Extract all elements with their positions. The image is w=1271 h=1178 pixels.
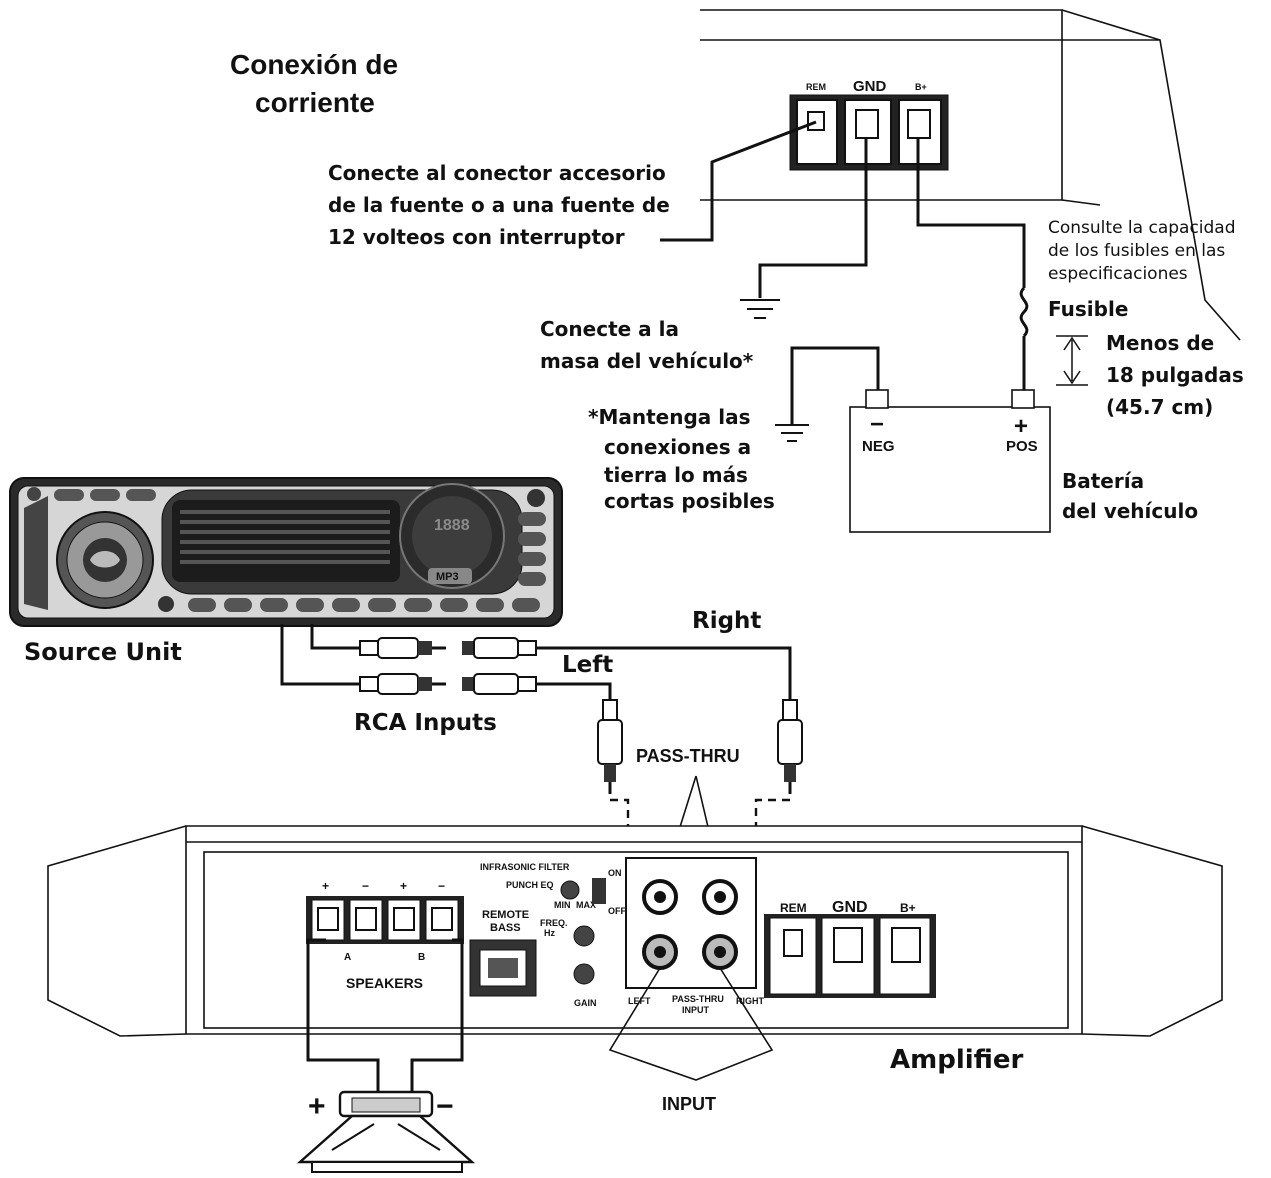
punch-eq-knob[interactable] bbox=[560, 880, 580, 900]
amp-speakers-label: SPEAKERS bbox=[346, 975, 423, 991]
rca-wire-left bbox=[536, 682, 612, 700]
source-unit bbox=[9, 477, 563, 627]
amp-min: MIN bbox=[554, 900, 571, 910]
gain-knob[interactable] bbox=[573, 963, 595, 985]
distance-line2: 18 pulgadas bbox=[1106, 363, 1244, 387]
amp-input-small: INPUT bbox=[682, 1005, 710, 1015]
ground-note-line2: masa del vehículo* bbox=[540, 349, 754, 373]
short-note-line3: tierra lo más bbox=[604, 463, 748, 487]
ground-symbol-battery bbox=[775, 424, 809, 442]
source-unit-mp3: MP3 bbox=[436, 571, 459, 583]
amp-pass-thru-small: PASS-THRU bbox=[672, 994, 724, 1004]
remote-bass-port bbox=[469, 939, 537, 997]
rca-connectors-left bbox=[359, 673, 537, 695]
source-unit-label: Source Unit bbox=[24, 638, 182, 666]
rca-right-label: Right bbox=[692, 608, 761, 634]
infrasonic-switch[interactable] bbox=[592, 878, 606, 904]
fuse-label: Fusible bbox=[1048, 297, 1128, 321]
freq-knob[interactable] bbox=[573, 925, 595, 947]
rca-wire-right-source bbox=[310, 624, 360, 650]
rca-wire-right bbox=[536, 646, 792, 700]
battery-label1: Batería bbox=[1062, 469, 1144, 493]
speaker-terminal-block bbox=[306, 896, 464, 944]
amp-power-terminal-block bbox=[764, 914, 936, 998]
power-wire bbox=[916, 138, 1026, 288]
battery-label2: del vehículo bbox=[1062, 499, 1198, 523]
amp-spk-plus-a: + bbox=[322, 879, 329, 893]
speaker-wire-minus bbox=[410, 938, 464, 1096]
battery bbox=[849, 389, 1051, 533]
title-line1: Conexión de bbox=[230, 49, 398, 80]
top-bplus-label: B+ bbox=[915, 82, 927, 92]
distance-arrow bbox=[1056, 335, 1088, 386]
short-note-line2: conexiones a bbox=[604, 435, 751, 459]
amp-max: MAX bbox=[576, 900, 596, 910]
top-amplifier-body bbox=[700, 9, 1241, 341]
amp-on: ON bbox=[608, 868, 622, 878]
amp-off: OFF bbox=[608, 906, 626, 916]
fuse-note-line1: Consulte la capacidad bbox=[1048, 218, 1236, 238]
top-rem-label: REM bbox=[806, 82, 826, 92]
rca-jack-panel bbox=[625, 857, 757, 989]
neg-ground-wire bbox=[790, 346, 880, 425]
speaker-wire-plus bbox=[306, 938, 380, 1096]
amp-rem-label: REM bbox=[780, 901, 807, 915]
amp-speaker-b: B bbox=[418, 952, 425, 963]
amp-right: RIGHT bbox=[736, 996, 765, 1006]
remote-note-line1: Conecte al conector accesorio bbox=[328, 161, 666, 185]
rca-inputs-label: RCA Inputs bbox=[354, 710, 497, 736]
amp-spk-minus-b: − bbox=[438, 879, 445, 893]
rca-wire-left-source bbox=[280, 624, 360, 686]
rca-plug-left bbox=[597, 699, 623, 794]
amp-spk-minus-a: − bbox=[362, 879, 369, 893]
short-note-line1: *Mantenga las bbox=[588, 405, 751, 429]
ground-note-line1: Conecte a la bbox=[540, 317, 679, 341]
battery-neg-sign: − bbox=[870, 411, 884, 438]
amp-bplus-label: B+ bbox=[900, 901, 916, 915]
speaker-plus: + bbox=[308, 1090, 326, 1123]
amp-gain: GAIN bbox=[574, 998, 597, 1008]
amp-remote-bass-1: REMOTE bbox=[482, 909, 529, 921]
distance-line3: (45.7 cm) bbox=[1106, 395, 1213, 419]
short-note-line4: cortas posibles bbox=[604, 489, 775, 513]
top-gnd-label: GND bbox=[853, 78, 887, 95]
rca-connectors-right bbox=[359, 637, 537, 659]
speaker-minus: − bbox=[436, 1090, 454, 1123]
battery-pos-sign: + bbox=[1014, 413, 1028, 440]
top-terminal-block bbox=[789, 94, 949, 171]
source-unit-digits: 1888 bbox=[434, 517, 470, 534]
amp-hz: Hz bbox=[544, 928, 555, 938]
amp-freq: FREQ. bbox=[540, 918, 568, 928]
amplifier-label: Amplifier bbox=[890, 1045, 1024, 1075]
distance-line1: Menos de bbox=[1106, 331, 1214, 355]
battery-pos-label: POS bbox=[1006, 438, 1038, 455]
ground-symbol-top bbox=[740, 299, 780, 319]
amp-speaker-a: A bbox=[344, 952, 351, 963]
remote-wire bbox=[660, 120, 817, 242]
fuse-note-line2: de los fusibles en las bbox=[1048, 241, 1225, 261]
speaker bbox=[296, 1090, 476, 1173]
input-pointer bbox=[608, 967, 774, 1081]
title-line2: corriente bbox=[255, 87, 375, 118]
rca-plug-right bbox=[777, 699, 803, 794]
amp-remote-bass-2: BASS bbox=[490, 922, 521, 934]
ground-wire bbox=[758, 138, 868, 298]
amp-gnd-label: GND bbox=[832, 899, 868, 916]
battery-neg-label: NEG bbox=[862, 438, 895, 455]
fuse-symbol bbox=[1019, 286, 1029, 338]
input-label: INPUT bbox=[662, 1094, 716, 1114]
rca-left-label: Left bbox=[562, 652, 613, 678]
amp-spk-plus-b: + bbox=[400, 879, 407, 893]
remote-note-line3: 12 volteos con interruptor bbox=[328, 225, 625, 249]
pass-thru-label: PASS-THRU bbox=[636, 746, 740, 766]
amp-punch-eq: PUNCH EQ bbox=[506, 880, 554, 890]
fuse-note-line3: especificaciones bbox=[1048, 264, 1188, 284]
amp-infrasonic: INFRASONIC FILTER bbox=[480, 862, 570, 872]
remote-note-line2: de la fuente o a una fuente de bbox=[328, 193, 670, 217]
